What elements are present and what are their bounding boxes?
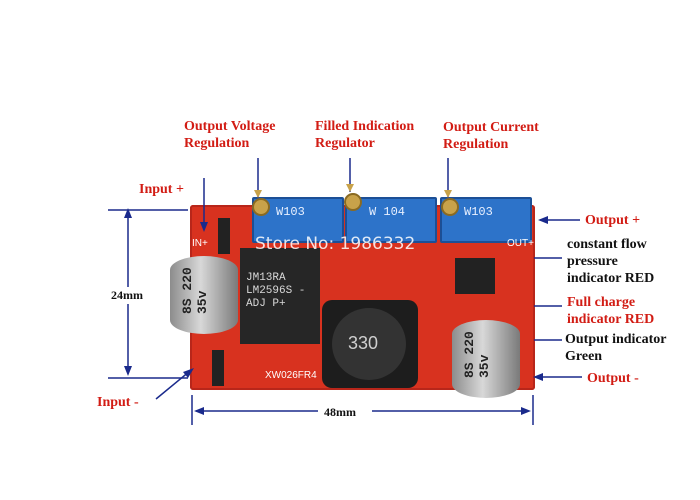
screw-icon	[252, 198, 270, 216]
pot-label: W 104	[369, 205, 406, 219]
label-line: Regulator	[315, 136, 375, 151]
silk-in-plus: IN+	[192, 238, 208, 249]
width-dimension-label: 48mm	[324, 405, 356, 419]
label-line: Output Current	[443, 120, 539, 135]
inductor: 330	[322, 300, 418, 388]
label-line: Regulation	[443, 137, 509, 152]
full-charge-label: Full charge indicator RED	[567, 294, 654, 328]
label-line: constant flow	[567, 237, 647, 252]
silk-model: XW026FR4	[265, 370, 317, 381]
constant-flow-label: constant flow pressure indicator RED	[567, 236, 654, 287]
label-line: Filled Indication	[315, 119, 415, 134]
label-line: indicator RED	[567, 271, 655, 286]
watermark: Store No: 1986332	[255, 234, 416, 254]
pot-label: W103	[464, 205, 493, 219]
input-minus-label: Input -	[97, 395, 139, 410]
label-line: indicator RED	[567, 312, 655, 327]
capacitor-left: 8S 220 35v	[170, 256, 238, 334]
u2-chip	[455, 258, 495, 294]
label-line: Green	[565, 349, 603, 364]
potentiometer-filled: W 104	[345, 197, 437, 243]
output-plus-label: Output +	[585, 213, 641, 228]
output-current-label: Output Current Regulation	[443, 119, 539, 153]
label-line: Regulation	[184, 136, 250, 151]
silk-out-plus: OUT+	[507, 238, 534, 249]
output-minus-label: Output -	[587, 371, 639, 386]
ic-text: JM13RA LM2596S -ADJ P+	[246, 272, 306, 310]
capacitor-right: 8S 220 35v	[452, 320, 520, 398]
pot-label: W103	[276, 205, 305, 219]
label-line: Output indicator	[565, 332, 667, 347]
diode	[212, 350, 224, 386]
output-indicator-label: Output indicator Green	[565, 331, 667, 365]
input-plus-label: Input +	[139, 182, 184, 197]
inductor-core	[332, 308, 406, 380]
screw-icon	[441, 198, 459, 216]
diode	[218, 218, 230, 254]
potentiometer-current: W103	[440, 197, 532, 243]
filled-indication-label: Filled Indication Regulator	[315, 118, 414, 152]
label-line: Full charge	[567, 295, 636, 310]
height-dimension-label: 24mm	[111, 287, 143, 304]
inductor-label: 330	[348, 333, 379, 353]
screw-icon	[344, 193, 362, 211]
label-line: pressure	[567, 254, 618, 269]
output-voltage-label: Output Voltage Regulation	[184, 118, 275, 152]
lm2596-ic: JM13RA LM2596S -ADJ P+	[240, 248, 320, 344]
label-line: Output Voltage	[184, 119, 276, 134]
